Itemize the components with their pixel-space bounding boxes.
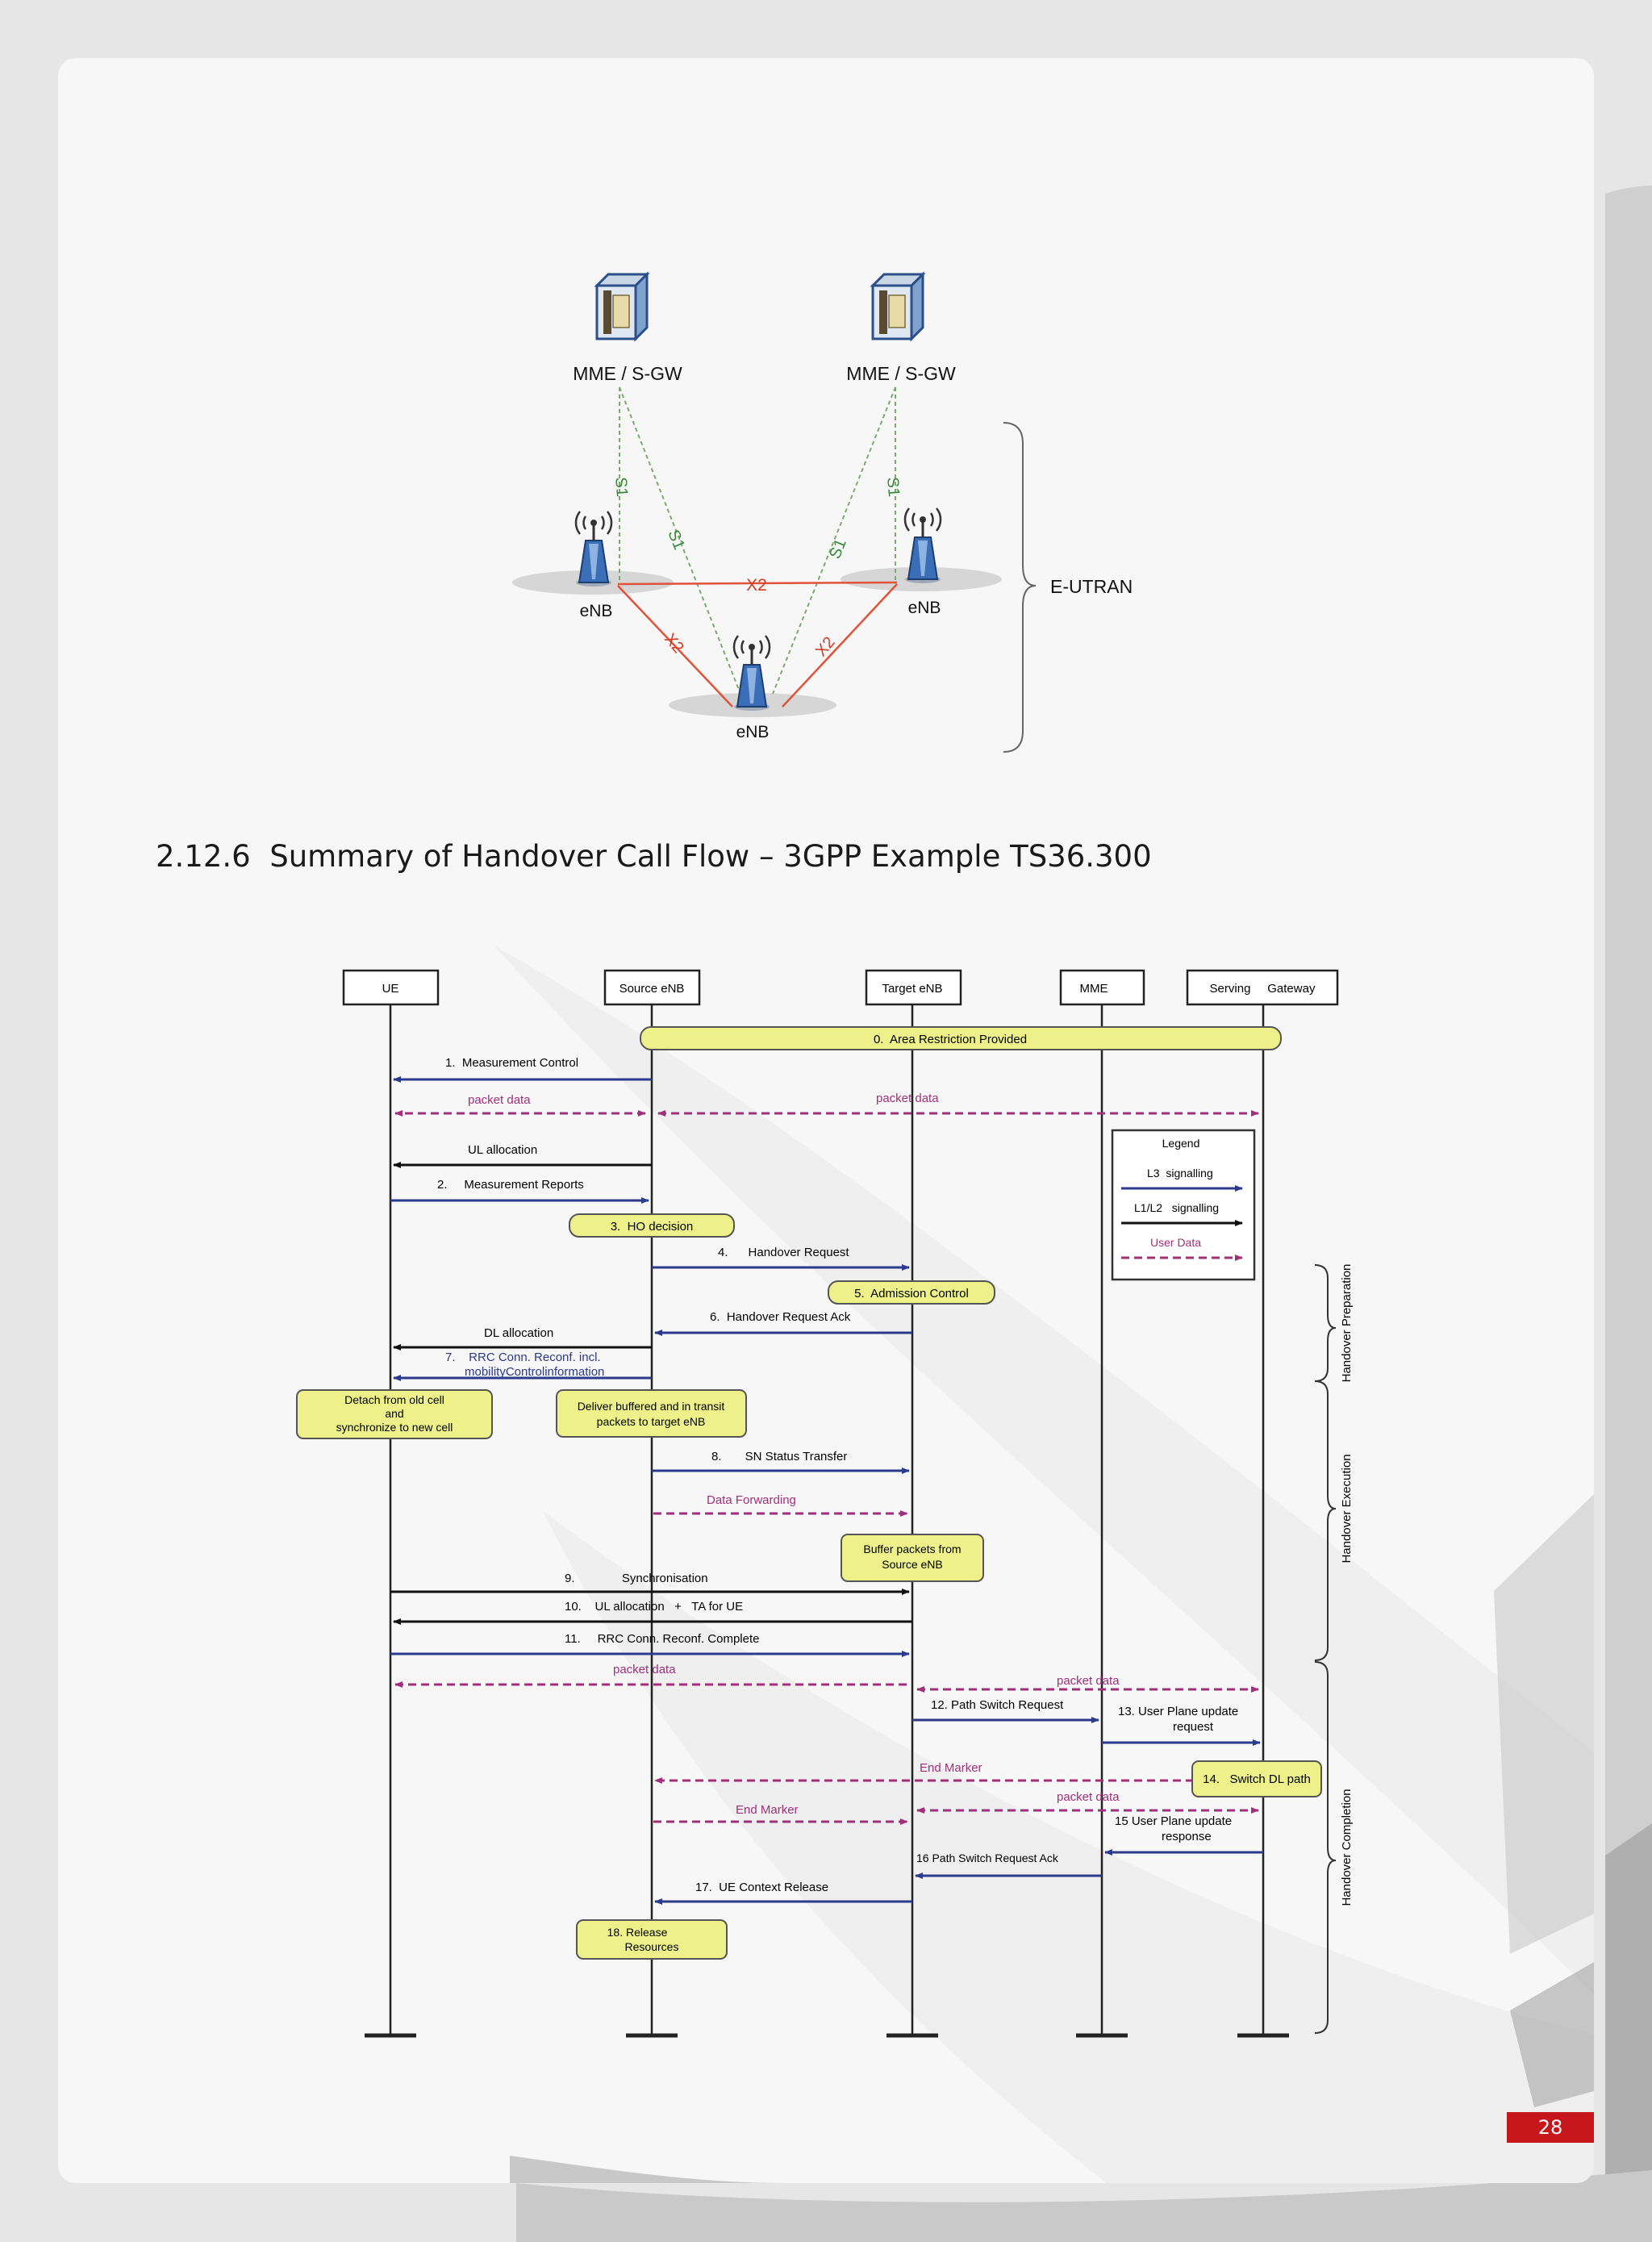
s1-label: S1 bbox=[611, 477, 631, 498]
label-data-forwarding: Data Forwarding bbox=[707, 1493, 796, 1507]
admission-control-box: 5. Admission Control bbox=[828, 1280, 995, 1305]
msg-handover-request: 4. Handover Request bbox=[718, 1246, 849, 1259]
network-diagram: MME / S-GW MME / S-GW eNB eNB eNB S1 S1 … bbox=[512, 273, 1133, 753]
svg-text:L1/L2 signalling: L1/L2 signalling bbox=[1134, 1201, 1219, 1214]
eutran-brace bbox=[1003, 422, 1037, 753]
antenna-icon bbox=[574, 510, 613, 588]
s1-links bbox=[619, 386, 896, 695]
server-icon bbox=[595, 273, 649, 340]
svg-text:Detach from old cell: Detach from old cell bbox=[344, 1393, 444, 1406]
entity-source-enb: Source eNB bbox=[603, 969, 701, 1006]
enb-label-left: eNB bbox=[580, 602, 613, 620]
phase-braces bbox=[1314, 1264, 1337, 2034]
msg-measurement-reports: 2. Measurement Reports bbox=[437, 1178, 584, 1192]
svg-text:0. Area Restriction Provided: 0. Area Restriction Provided bbox=[874, 1033, 1027, 1046]
msg-synchronisation: 9. Synchronisation bbox=[565, 1572, 708, 1585]
label-packet-data: packet data bbox=[876, 1092, 939, 1105]
enb-label-bottom: eNB bbox=[736, 723, 770, 741]
mme-label-right: MME / S-GW bbox=[846, 363, 956, 384]
svg-text:and: and bbox=[385, 1407, 403, 1420]
area-restriction-box: 0. Area Restriction Provided bbox=[640, 1026, 1282, 1050]
ho-decision-box: 3. HO decision bbox=[569, 1213, 735, 1238]
msg-rrc-conn-reconf: 7. RRC Conn. Reconf. incl. bbox=[445, 1351, 601, 1364]
msg-user-plane-update-request-2: request bbox=[1173, 1720, 1214, 1734]
label-end-marker: End Marker bbox=[920, 1761, 982, 1775]
x2-label: X2 bbox=[746, 576, 767, 595]
msg-handover-request-ack: 6. Handover Request Ack bbox=[710, 1310, 851, 1324]
x2-links bbox=[617, 581, 898, 708]
msg-mobility-control: mobilityControlinformation bbox=[465, 1365, 604, 1379]
server-icon bbox=[871, 273, 924, 340]
msg-ul-allocation: UL allocation bbox=[468, 1143, 537, 1157]
msg-rrc-reconf-complete: 11. RRC Conn. Reconf. Complete bbox=[565, 1632, 760, 1646]
svg-text:18. Release: 18. Release bbox=[607, 1926, 668, 1939]
svg-text:Serving Gateway: Serving Gateway bbox=[1210, 982, 1316, 996]
svg-text:Legend: Legend bbox=[1162, 1137, 1200, 1150]
label-end-marker: End Marker bbox=[736, 1803, 799, 1817]
release-resources-box: 18. Release Resources bbox=[576, 1919, 728, 1960]
section-heading: 2.12.6 Summary of Handover Call Flow – 3… bbox=[156, 839, 1152, 874]
msg-path-switch-request-ack: 16 Path Switch Request Ack bbox=[916, 1852, 1059, 1864]
msg-measurement-control: 1. Measurement Control bbox=[445, 1056, 578, 1070]
x2-label: X2 bbox=[812, 633, 839, 660]
msg-user-plane-update-response: 15 User Plane update bbox=[1115, 1814, 1232, 1828]
call-flow-diagram: UE Source eNB Target eNB MME Serving Gat… bbox=[296, 969, 1354, 2038]
svg-text:L3 signalling: L3 signalling bbox=[1147, 1167, 1213, 1179]
svg-text:Resources: Resources bbox=[625, 1940, 679, 1953]
phase-label-preparation: Handover Preparation bbox=[1340, 1264, 1354, 1383]
eutran-label: E-UTRAN bbox=[1050, 576, 1133, 597]
s1-label: S1 bbox=[883, 477, 903, 498]
s1-label: S1 bbox=[664, 528, 688, 553]
msg-sn-status-transfer: 8. SN Status Transfer bbox=[711, 1450, 847, 1463]
label-packet-data: packet data bbox=[613, 1663, 676, 1676]
msg-path-switch-request: 12. Path Switch Request bbox=[931, 1698, 1064, 1712]
page-number: 28 bbox=[1507, 2112, 1594, 2143]
svg-text:Buffer packets from: Buffer packets from bbox=[863, 1543, 961, 1555]
entity-mme: MME bbox=[1059, 969, 1145, 1006]
entity-serving-gateway: Serving Gateway bbox=[1186, 969, 1339, 1006]
msg-user-plane-update-request: 13. User Plane update bbox=[1118, 1705, 1238, 1718]
svg-text:User Data: User Data bbox=[1150, 1236, 1201, 1249]
switch-dl-path-box: 14. Switch DL path bbox=[1191, 1760, 1322, 1797]
msg-user-plane-update-response-2: response bbox=[1162, 1830, 1212, 1843]
mme-label-left: MME / S-GW bbox=[573, 363, 682, 384]
deliver-buffered-box: Deliver buffered and in transit packets … bbox=[556, 1389, 747, 1438]
svg-text:MME: MME bbox=[1080, 982, 1108, 996]
entity-ue: UE bbox=[342, 969, 440, 1006]
label-packet-data: packet data bbox=[1057, 1790, 1120, 1804]
svg-text:Source eNB: Source eNB bbox=[882, 1558, 942, 1571]
detach-box: Detach from old cell and synchronize to … bbox=[296, 1389, 493, 1439]
svg-text:UE: UE bbox=[382, 982, 399, 996]
phase-label-completion: Handover Completion bbox=[1340, 1789, 1354, 1906]
svg-text:packets to target eNB: packets to target eNB bbox=[597, 1415, 706, 1428]
buffer-packets-box: Buffer packets from Source eNB bbox=[841, 1534, 984, 1582]
entity-target-enb: Target eNB bbox=[865, 969, 962, 1006]
enb-label-right: eNB bbox=[908, 599, 941, 617]
msg-ue-context-release: 17. UE Context Release bbox=[695, 1881, 828, 1894]
s1-label: S1 bbox=[826, 536, 850, 562]
lifelines bbox=[365, 1004, 1289, 2038]
page-card bbox=[58, 58, 1594, 2183]
svg-text:Target eNB: Target eNB bbox=[882, 982, 942, 996]
svg-text:synchronize to new cell: synchronize to new cell bbox=[336, 1421, 453, 1434]
svg-text:14. Switch DL path: 14. Switch DL path bbox=[1203, 1772, 1311, 1786]
msg-ul-allocation-ta: 10. UL allocation + TA for UE bbox=[565, 1600, 743, 1614]
msg-dl-allocation: DL allocation bbox=[484, 1326, 553, 1340]
svg-text:3. HO decision: 3. HO decision bbox=[611, 1220, 694, 1234]
phase-label-execution: Handover Execution bbox=[1340, 1454, 1354, 1563]
label-packet-data: packet data bbox=[468, 1093, 531, 1107]
svg-text:5. Admission Control: 5. Admission Control bbox=[854, 1287, 969, 1301]
card-swoosh bbox=[494, 946, 1594, 2183]
antenna-icon bbox=[903, 507, 942, 585]
label-packet-data: packet data bbox=[1057, 1674, 1120, 1688]
svg-text:Source eNB: Source eNB bbox=[620, 982, 685, 996]
svg-text:Deliver buffered and in transi: Deliver buffered and in transit bbox=[578, 1400, 725, 1413]
antenna-icon bbox=[732, 634, 771, 712]
legend: Legend L3 signalling L1/L2 signalling Us… bbox=[1111, 1129, 1256, 1281]
